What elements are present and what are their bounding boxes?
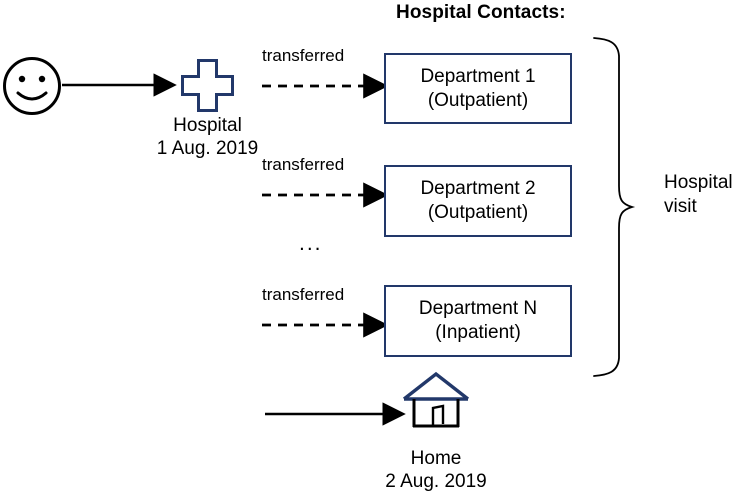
house-icon — [402, 371, 470, 430]
edge-label-transferred-3: transferred — [262, 285, 345, 304]
department-name-2: Department 2 — [420, 178, 536, 199]
department-type-n: (Inpatient) — [435, 322, 521, 343]
hospital-visit-label: Hospital visit — [664, 171, 733, 219]
department-type-2: (Outpatient) — [427, 202, 529, 223]
department-box-1[interactable]: Department 1 (Outpatient) — [384, 53, 572, 124]
hospital-visit-label-line1: Hospital — [664, 172, 733, 193]
home-label-line2: 2 Aug. 2019 — [385, 471, 487, 492]
page-title: Hospital Contacts: — [396, 2, 566, 23]
hospital-cross-icon — [180, 58, 235, 113]
department-box-n[interactable]: Department N (Inpatient) — [384, 285, 572, 357]
dashed-arrow-transfer-3 — [262, 312, 389, 338]
hospital-label-line2: 1 Aug. 2019 — [156, 138, 259, 159]
hospital-label-line1: Hospital — [173, 115, 242, 136]
dashed-arrow-transfer-1 — [262, 73, 389, 99]
department-type-1: (Outpatient) — [427, 89, 529, 111]
hospital-visit-brace — [592, 36, 636, 380]
home-label: Home 2 Aug. 2019 — [366, 447, 506, 493]
department-name-n: Department N — [418, 298, 538, 319]
home-label-line1: Home — [410, 448, 462, 469]
dashed-arrow-transfer-2 — [262, 182, 389, 208]
smiley-face-icon — [2, 55, 62, 117]
ellipsis-indicator: ... — [299, 232, 323, 255]
hospital-visit-label-line2: visit — [664, 196, 697, 217]
hospital-label: Hospital 1 Aug. 2019 — [135, 114, 280, 160]
edge-label-transferred-2: transferred — [262, 155, 345, 174]
department-name-1: Department 1 — [420, 65, 536, 87]
edge-label-transferred-1: transferred — [262, 46, 345, 65]
arrow-patient-to-hospital — [62, 73, 177, 97]
department-box-2[interactable]: Department 2 (Outpatient) — [384, 165, 572, 237]
arrow-to-home — [265, 402, 406, 426]
